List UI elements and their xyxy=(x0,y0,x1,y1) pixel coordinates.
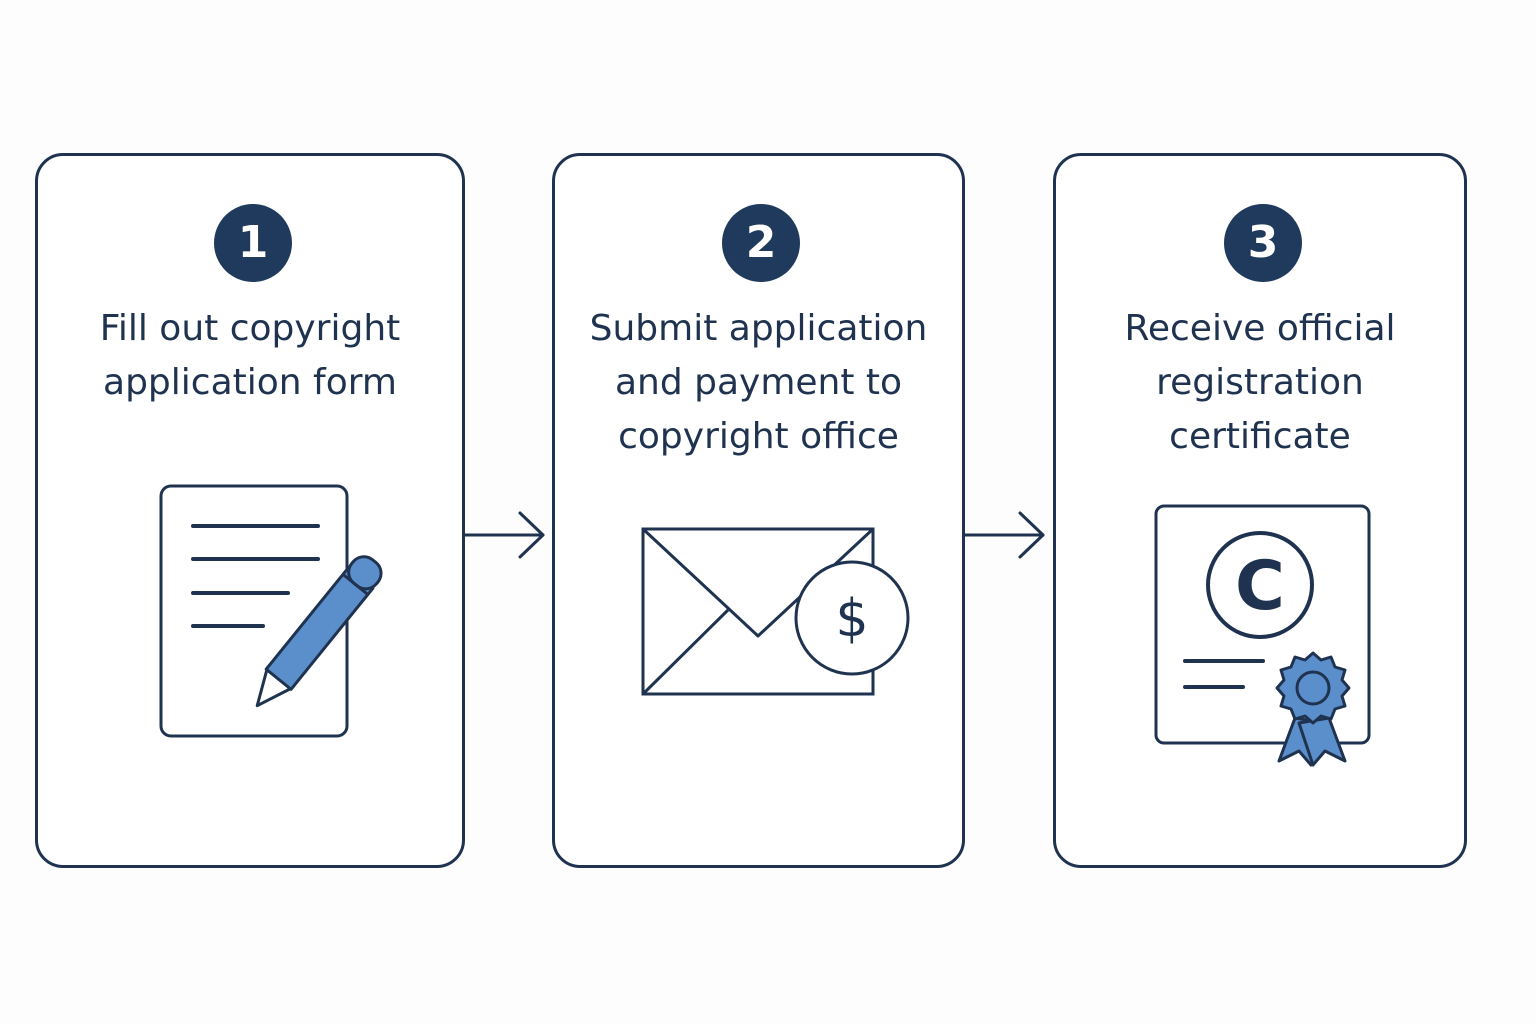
certificate-seal-icon: C xyxy=(1154,504,1371,767)
step-2-line-1: Submit application xyxy=(589,308,928,349)
step-3-line-3: certificate xyxy=(1169,416,1351,457)
step-2-line-2: and payment to xyxy=(614,362,903,403)
step-3-number-badge: 3 xyxy=(1224,204,1302,282)
dollar-coin xyxy=(794,560,910,676)
step-2-number-badge: 2 xyxy=(722,204,800,282)
step-1-line-2: application form xyxy=(103,362,397,403)
arrow-step-1-to-2 xyxy=(463,511,545,559)
step-2-description: Submit application and payment to copyri… xyxy=(565,302,952,464)
pencil-icon xyxy=(251,555,383,709)
envelope-dollar-icon: $ xyxy=(641,527,910,696)
step-2-line-3: copyright office xyxy=(618,416,899,457)
seal-center xyxy=(1295,670,1331,706)
step-1-number-badge: 1 xyxy=(214,204,292,282)
step-1-line-1: Fill out copyright xyxy=(99,308,401,349)
document-pencil-icon xyxy=(159,484,383,738)
step-3-card: 3 Receive official registration certific… xyxy=(1053,153,1467,868)
seal-ribbon xyxy=(1277,716,1347,767)
step-2-card: 2 Submit application and payment to copy… xyxy=(552,153,965,868)
copyright-circle xyxy=(1206,531,1314,639)
step-1-description: Fill out copyright application form xyxy=(48,302,452,410)
step-1-card: 1 Fill out copyright application form xyxy=(35,153,465,868)
step-3-line-1: Receive official xyxy=(1124,308,1396,349)
step-3-line-2: registration xyxy=(1156,362,1364,403)
dollar-symbol: $ xyxy=(835,589,868,649)
arrow-step-2-to-3 xyxy=(963,511,1045,559)
step-3-description: Receive official registration certificat… xyxy=(1066,302,1454,464)
copyright-letter: C xyxy=(1235,547,1285,626)
